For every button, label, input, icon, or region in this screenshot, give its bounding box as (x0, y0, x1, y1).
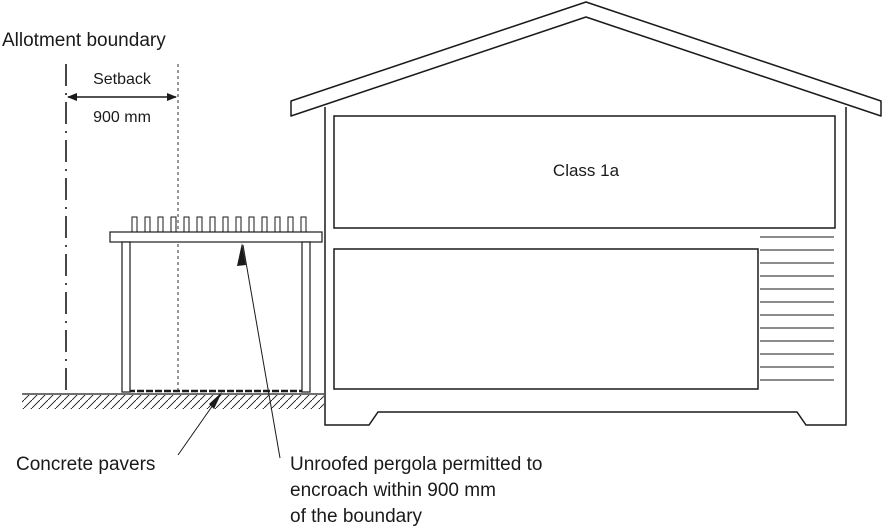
house-roof (290, 1, 882, 117)
pergola-leader-arrowhead (237, 243, 246, 266)
pergola-label-line2: encroach within 900 mm (290, 480, 496, 501)
lower-storey (333, 248, 759, 390)
weatherboard-cladding (760, 236, 834, 381)
pergola-rafters (131, 216, 307, 233)
pergola (109, 216, 323, 393)
pergola-rafter (300, 216, 307, 233)
upper-storey (333, 115, 836, 229)
setback-distance-label: 900 mm (93, 109, 151, 126)
pavers-leader-arrowhead (209, 392, 222, 409)
ground (22, 393, 324, 409)
pergola-rafter (222, 216, 229, 233)
pergola-rafter (144, 216, 151, 233)
pergola-rafter (248, 216, 255, 233)
concrete-pavers-label: Concrete pavers (16, 454, 155, 475)
class-label: Class 1a (553, 161, 620, 180)
pergola-rafter (274, 216, 281, 233)
allotment-boundary-label: Allotment boundary (2, 30, 166, 51)
pergola-rafter (131, 216, 138, 233)
pergola-rafter (157, 216, 164, 233)
setback-label: Setback (93, 71, 152, 88)
pergola-rafter (170, 216, 177, 233)
pergola-rafter (261, 216, 268, 233)
pergola-beam (109, 231, 323, 243)
pergola-rafter (209, 216, 216, 233)
house (290, 1, 882, 426)
house-body (324, 107, 847, 426)
pergola-rafter (196, 216, 203, 233)
pergola-rafter (183, 216, 190, 233)
pergola-leader (242, 244, 281, 459)
pergola-rafter (287, 216, 294, 233)
pergola-post-left (121, 241, 131, 393)
leader-lines (177, 243, 281, 459)
pergola-post-right (301, 241, 311, 393)
pergola-label-line3: of the boundary (290, 506, 423, 526)
pergola-rafter (235, 216, 242, 233)
pergola-label-line1: Unroofed pergola permitted to (290, 454, 542, 475)
